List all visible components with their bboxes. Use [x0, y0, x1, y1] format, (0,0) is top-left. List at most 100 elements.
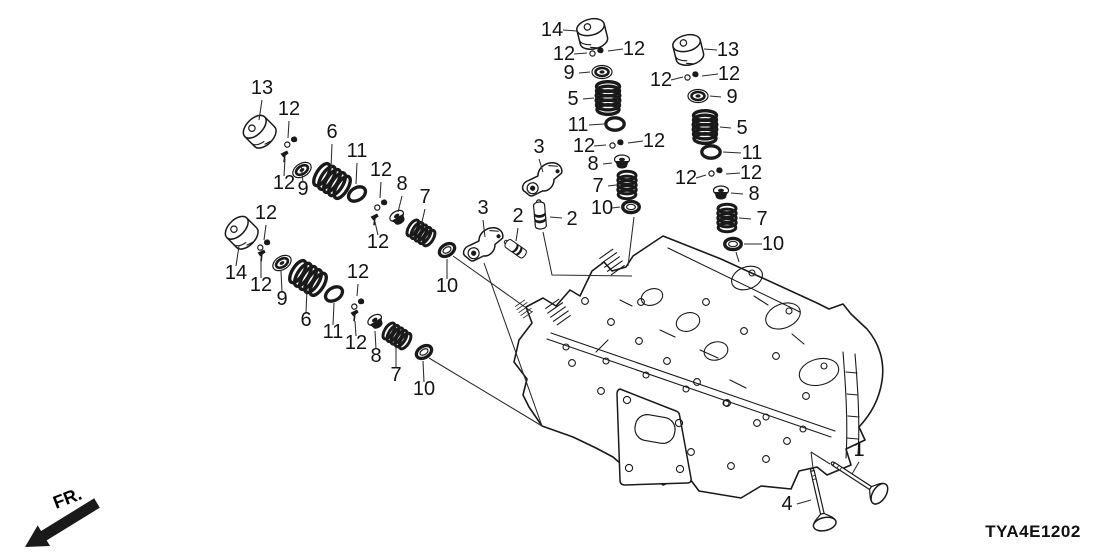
diagram-code: TYA4E1202: [985, 522, 1081, 541]
callout-12-1[interactable]: 12: [278, 98, 300, 120]
callout-12-38[interactable]: 12: [650, 69, 672, 91]
callout-8-8[interactable]: 8: [396, 173, 407, 195]
callout-14-26[interactable]: 14: [541, 19, 563, 41]
valve-keepers-12: [609, 138, 625, 149]
callout-9-29[interactable]: 9: [563, 62, 574, 84]
callout-leader: [354, 320, 357, 337]
callout-12-33[interactable]: 12: [643, 130, 665, 152]
callout-13-37[interactable]: 13: [717, 39, 739, 61]
valve-keeper-12: [256, 248, 268, 263]
callout-12-22[interactable]: 12: [345, 332, 367, 354]
callout-10-25[interactable]: 10: [413, 378, 435, 400]
callout-8-45[interactable]: 8: [748, 183, 759, 205]
callout-leader: [258, 99, 263, 121]
valve-4: [799, 465, 839, 534]
callout-12-15[interactable]: 12: [255, 202, 277, 224]
installed-spring-hatch: [514, 299, 534, 319]
valve-seal-10: [621, 199, 641, 215]
callout-leader: [627, 140, 644, 144]
callout-12-44[interactable]: 12: [740, 162, 762, 184]
spring-seat-9: [590, 64, 614, 80]
callout-leader: [538, 158, 544, 173]
callout-8-23[interactable]: 8: [370, 345, 381, 367]
callout-11-31[interactable]: 11: [568, 114, 589, 136]
valve-keepers-12: [684, 70, 700, 81]
callout-6-4[interactable]: 6: [326, 121, 337, 143]
callout-leader: [738, 217, 752, 220]
valve-spring-7: [716, 202, 738, 234]
callout-14-16[interactable]: 14: [225, 262, 247, 284]
leader-line: [627, 216, 635, 267]
callout-leader: [695, 174, 707, 179]
callout-leader: [300, 164, 304, 183]
callout-3-13[interactable]: 3: [477, 197, 488, 219]
valve-keepers-12: [282, 135, 300, 149]
callout-12-27[interactable]: 12: [553, 43, 575, 65]
valve-spring-7: [403, 216, 439, 250]
callout-leader: [719, 126, 732, 129]
callout-leader: [287, 120, 290, 139]
cylinder-head-drawing: [513, 235, 884, 499]
callout-11-5[interactable]: 11: [347, 140, 368, 162]
valve-keepers-12: [349, 297, 367, 311]
callout-leader: [330, 143, 333, 169]
callout-9-18[interactable]: 9: [276, 288, 287, 310]
callout-10-14[interactable]: 10: [436, 275, 458, 297]
callout-leader: [562, 29, 578, 32]
chain-guide: [842, 351, 860, 459]
callout-1-48[interactable]: 1: [853, 439, 864, 461]
callout-9-3[interactable]: 9: [297, 178, 308, 200]
callout-12-32[interactable]: 12: [573, 135, 595, 157]
callout-5-30[interactable]: 5: [567, 88, 578, 110]
callout-2-11[interactable]: 2: [512, 205, 523, 227]
callout-12-28[interactable]: 12: [623, 38, 645, 60]
callout-leader: [602, 162, 613, 165]
callout-7-9[interactable]: 7: [419, 186, 430, 208]
callout-12-7[interactable]: 12: [367, 231, 389, 253]
callout-2-12[interactable]: 2: [566, 208, 577, 230]
callout-12-6[interactable]: 12: [370, 159, 392, 181]
callout-10-36[interactable]: 10: [591, 197, 613, 219]
callout-13-0[interactable]: 13: [251, 77, 273, 99]
callout-leader: [305, 288, 308, 314]
callout-leader: [397, 195, 403, 213]
callout-7-46[interactable]: 7: [756, 208, 767, 230]
seat-ring-11: [321, 282, 347, 306]
callout-12-17[interactable]: 12: [250, 274, 272, 296]
callout-leader: [573, 52, 588, 55]
callout-12-39[interactable]: 12: [718, 63, 740, 85]
callout-10-47[interactable]: 10: [762, 233, 784, 255]
callout-7-24[interactable]: 7: [390, 364, 401, 386]
callout-leader: [607, 48, 624, 52]
leader-line: [428, 357, 543, 427]
callout-3-10[interactable]: 3: [533, 136, 544, 158]
callout-5-41[interactable]: 5: [736, 117, 747, 139]
callout-6-19[interactable]: 6: [300, 309, 311, 331]
valve-keepers-12: [372, 198, 390, 212]
valve-spring-5: [691, 108, 719, 146]
rocker-arm-3: [518, 156, 568, 204]
callout-12-43[interactable]: 12: [675, 167, 697, 189]
callout-12-21[interactable]: 12: [347, 261, 369, 283]
callout-12-2[interactable]: 12: [273, 172, 295, 194]
leader-line: [810, 451, 814, 469]
callout-4-49[interactable]: 4: [781, 493, 792, 515]
callout-leader: [235, 245, 240, 267]
leader-line: [483, 262, 543, 427]
spring-seat-9: [686, 88, 710, 104]
callout-8-34[interactable]: 8: [587, 153, 598, 175]
callout-9-40[interactable]: 9: [726, 86, 737, 108]
callout-11-20[interactable]: 11: [323, 321, 344, 343]
callout-7-35[interactable]: 7: [592, 175, 603, 197]
callout-leader: [709, 95, 722, 98]
valve-spring-6: [284, 256, 332, 300]
callout-leader: [607, 184, 617, 187]
callout-leader: [722, 151, 742, 154]
callout-leader: [725, 172, 741, 175]
spring-retainer-8: [613, 154, 631, 170]
valve-keepers-12: [708, 166, 724, 177]
callout-leader: [796, 499, 812, 505]
spring-retainer-8: [712, 185, 730, 201]
callout-11-42[interactable]: 11: [742, 142, 763, 164]
